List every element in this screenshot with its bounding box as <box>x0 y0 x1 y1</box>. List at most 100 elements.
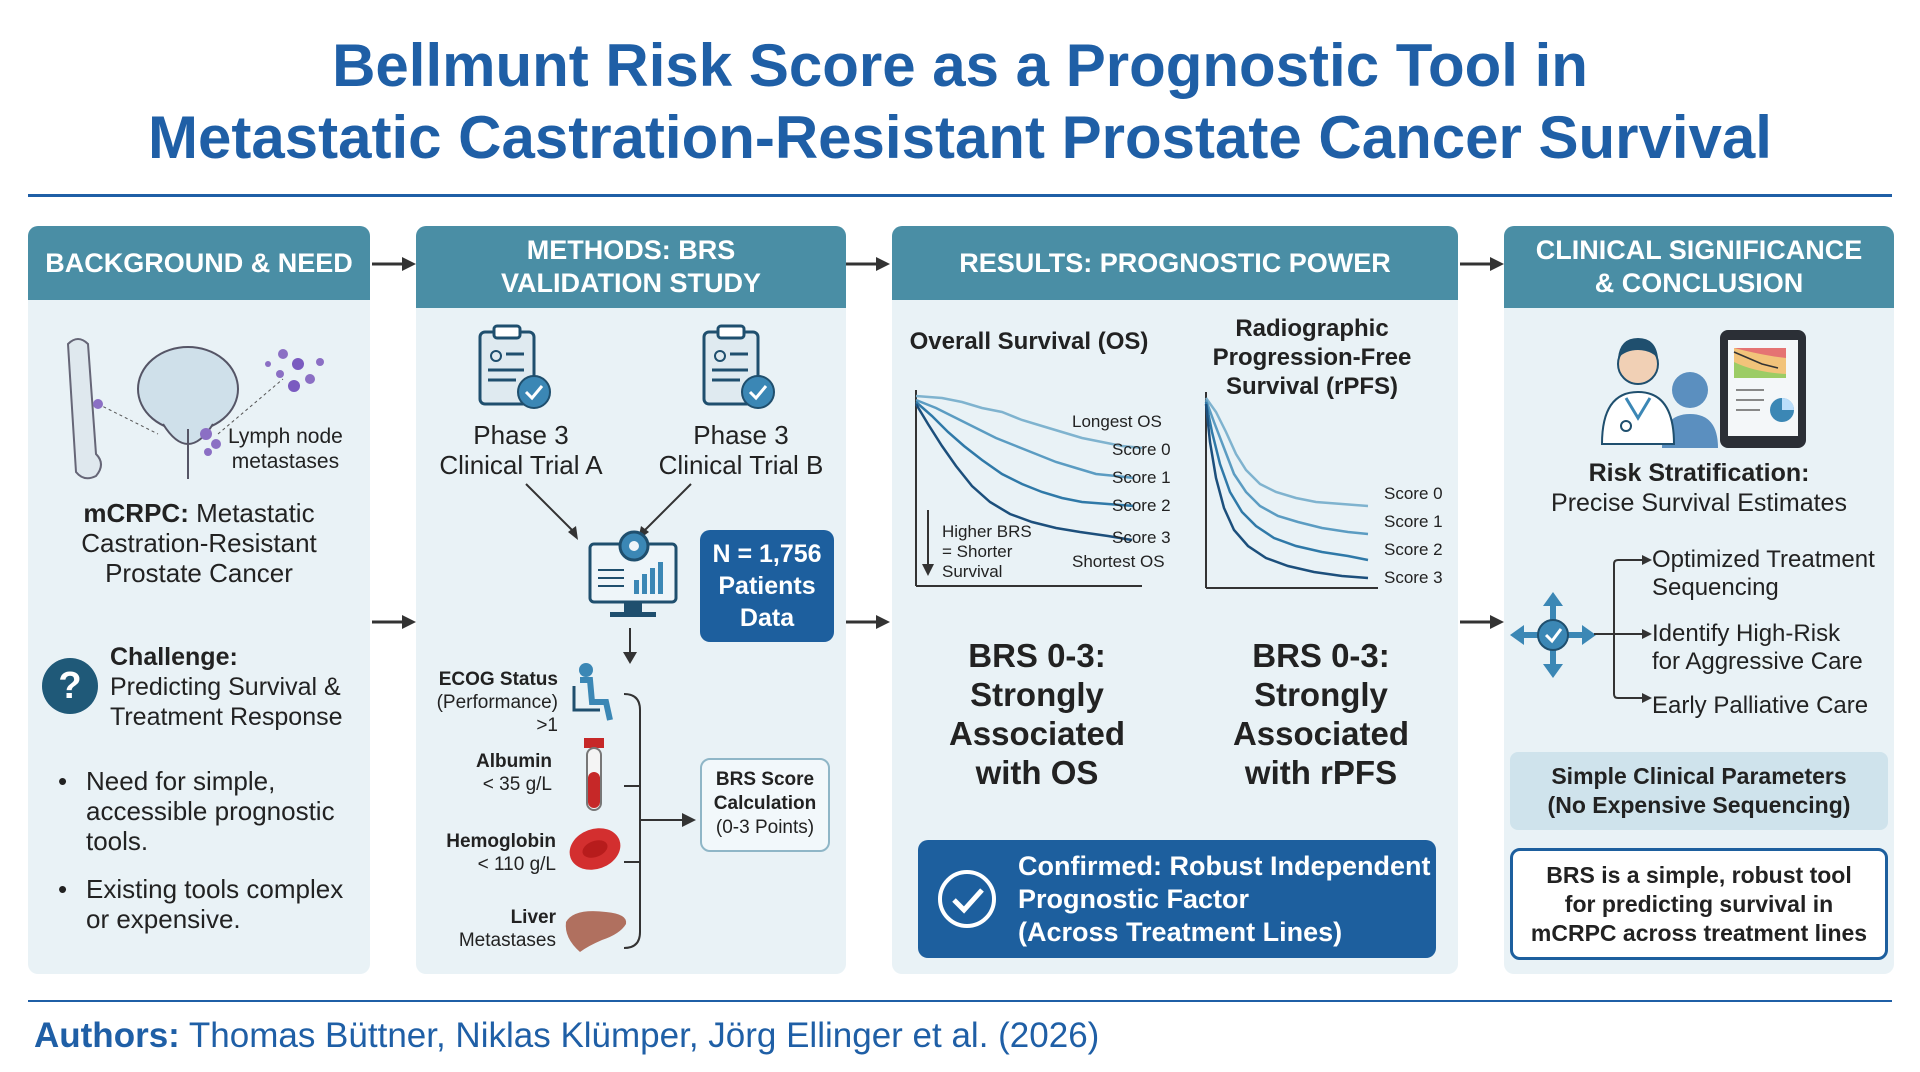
param-ecog-name: ECOG Status <box>438 669 558 690</box>
computer-analytics-icon <box>588 530 678 617</box>
rpfs-score-1-label: Score 1 <box>1384 512 1443 531</box>
rpfs-score-2-label: Score 2 <box>1384 540 1443 559</box>
arrow-right-icon <box>372 615 416 629</box>
authors-line: Authors: Thomas Büttner, Niklas Klümper,… <box>34 1016 1099 1056</box>
trial-b-label: Phase 3 Clinical Trial B <box>636 420 846 480</box>
trial-b-line2: Clinical Trial B <box>658 450 824 480</box>
data-flow-arrows <box>525 483 692 540</box>
rpfs-survival-chart <box>1204 392 1378 589</box>
higher-brs-line1: Higher BRS <box>942 522 1032 541</box>
doctor-patient-icon <box>1600 338 1718 448</box>
arrow-right-icon <box>372 257 416 271</box>
liver-icon <box>565 911 627 952</box>
trial-b-line1: Phase 3 <box>693 420 789 450</box>
mcrpc-definition: mCRPC: Metastatic Castration-Resistant P… <box>38 498 360 588</box>
authors-label: Authors: <box>34 1016 180 1055</box>
mcrpc-line2: Castration-Resistant <box>81 528 317 558</box>
os-assoc-line2: Strongly <box>970 676 1104 713</box>
parameter-bracket <box>624 693 696 949</box>
challenge-block: Challenge: Predicting Survival & Treatme… <box>110 642 343 732</box>
param-hemoglobin-name: Hemoglobin <box>446 831 556 852</box>
title-line-2: Metastatic Castration-Resistant Prostate… <box>148 104 1772 171</box>
patient-count-label-2: Data <box>739 604 795 632</box>
rpfs-assoc-line3: Associated <box>1232 715 1410 752</box>
rpfs-score-labels: Score 0 Score 1 Score 2 Score 3 <box>1384 480 1443 592</box>
red-blood-cell-icon <box>569 828 621 870</box>
footer-divider <box>28 1000 1892 1002</box>
os-score-3-label: Score 3 <box>1112 528 1171 547</box>
background-panel: BACKGROUND & NEED Lymph node metastases … <box>28 226 370 974</box>
simple-line2: (No Expensive Sequencing) <box>1547 792 1851 818</box>
clipboard-check-icon <box>702 324 775 409</box>
mcrpc-line1: Metastatic <box>188 498 315 528</box>
os-shortest-label: Shortest OS <box>1072 552 1165 571</box>
rpfs-title-line1: Radiographic <box>1235 315 1389 342</box>
rpfs-association: BRS 0-3: Strongly Associated with rPFS <box>1196 636 1446 792</box>
param-albumin-sub1: < 35 g/L <box>482 774 552 795</box>
bullet-1-line1: Need for simple, <box>86 766 276 796</box>
brs-box-line3: (0-3 Points) <box>715 817 815 838</box>
title-line-1: Bellmunt Risk Score as a Prognostic Tool… <box>332 32 1588 99</box>
challenge-title: Challenge: <box>110 643 238 671</box>
branch-arrows <box>1594 555 1652 703</box>
rpfs-score-0-label: Score 0 <box>1384 484 1443 503</box>
brs-box-line1: BRS Score <box>715 769 815 790</box>
rpfs-chart-title: Radiographic Progression-Free Survival (… <box>1192 314 1432 401</box>
methods-header: METHODS: BRS VALIDATION STUDY <box>416 226 846 308</box>
blood-tube-icon <box>584 738 604 811</box>
param-hemoglobin: Hemoglobin < 110 g/L <box>416 830 556 876</box>
page-title: Bellmunt Risk Score as a Prognostic Tool… <box>0 30 1920 174</box>
confirmed-line3: (Across Treatment Lines) <box>1018 917 1343 947</box>
outcome-3-line1: Early Palliative Care <box>1652 692 1869 719</box>
param-hemoglobin-sub1: < 110 g/L <box>477 854 556 875</box>
arrow-right-icon <box>1460 615 1504 629</box>
os-score-1-label: Score 1 <box>1112 468 1171 487</box>
lymph-node-label: Lymph node metastases <box>228 424 343 474</box>
bullet-2: • Existing tools complex or expensive. <box>58 874 344 934</box>
param-ecog-sub1: (Performance) <box>436 692 558 713</box>
clipboard-check-icon <box>478 324 551 409</box>
background-header: BACKGROUND & NEED <box>28 226 370 300</box>
outcome-1-line2: Sequencing <box>1652 574 1779 601</box>
trial-a-line1: Phase 3 <box>473 420 569 450</box>
check-circle-icon <box>938 870 996 928</box>
param-ecog: ECOG Status (Performance) >1 <box>416 668 558 737</box>
outcome-1: Optimized Treatment Sequencing <box>1652 546 1875 602</box>
compass-arrows-icon <box>1510 592 1596 678</box>
methods-header-line2: VALIDATION STUDY <box>501 268 761 298</box>
clinical-panel: CLINICAL SIGNIFICANCE & CONCLUSION Risk … <box>1504 226 1894 974</box>
conclusion-line2: for predicting survival in <box>1564 891 1834 917</box>
outcome-2-line2: for Aggressive Care <box>1652 648 1863 675</box>
title-divider <box>28 194 1892 197</box>
bullet-2-line2: or expensive. <box>86 904 241 934</box>
rpfs-assoc-line2: Strongly <box>1254 676 1388 713</box>
clinical-header-line1: CLINICAL SIGNIFICANCE <box>1535 235 1863 265</box>
lymph-label-line2: metastases <box>231 450 340 473</box>
higher-brs-line2: = Shorter <box>942 542 1013 561</box>
conclusion-box: BRS is a simple, robust tool for predict… <box>1510 848 1888 960</box>
prostate-anatomy-illustration <box>66 338 324 480</box>
param-albumin: Albumin < 35 g/L <box>416 750 552 796</box>
lymph-label-line1: Lymph node <box>228 425 343 448</box>
rpfs-title-line3: Survival (rPFS) <box>1225 373 1399 400</box>
clinical-header: CLINICAL SIGNIFICANCE & CONCLUSION <box>1504 226 1894 308</box>
confirmed-box: Confirmed: Robust Independent Prognostic… <box>918 840 1436 958</box>
outcome-2-line1: Identify High-Risk <box>1652 620 1841 647</box>
os-association: BRS 0-3: Strongly Associated with OS <box>912 636 1162 792</box>
brs-calculation-box: BRS Score Calculation (0-3 Points) <box>700 758 830 852</box>
os-score-0-label: Score 0 <box>1112 440 1171 459</box>
os-assoc-line4: with OS <box>975 754 1099 791</box>
os-assoc-line1: BRS 0-3: <box>968 637 1106 674</box>
os-chart-title: Overall Survival (OS) <box>909 328 1149 355</box>
methods-header-line1: METHODS: BRS <box>526 235 736 265</box>
param-albumin-name: Albumin <box>476 751 552 772</box>
bullet-1: • Need for simple, accessible prognostic… <box>58 766 335 856</box>
param-liver: Liver Metastases <box>416 906 556 952</box>
arrow-right-icon <box>846 615 890 629</box>
trial-a-line2: Clinical Trial A <box>439 450 603 480</box>
arrow-right-icon <box>1460 257 1504 271</box>
param-liver-name: Liver <box>510 907 556 928</box>
question-icon: ? <box>42 658 98 714</box>
patient-count-label-1: Patients <box>718 572 816 600</box>
trial-a-label: Phase 3 Clinical Trial A <box>416 420 626 480</box>
